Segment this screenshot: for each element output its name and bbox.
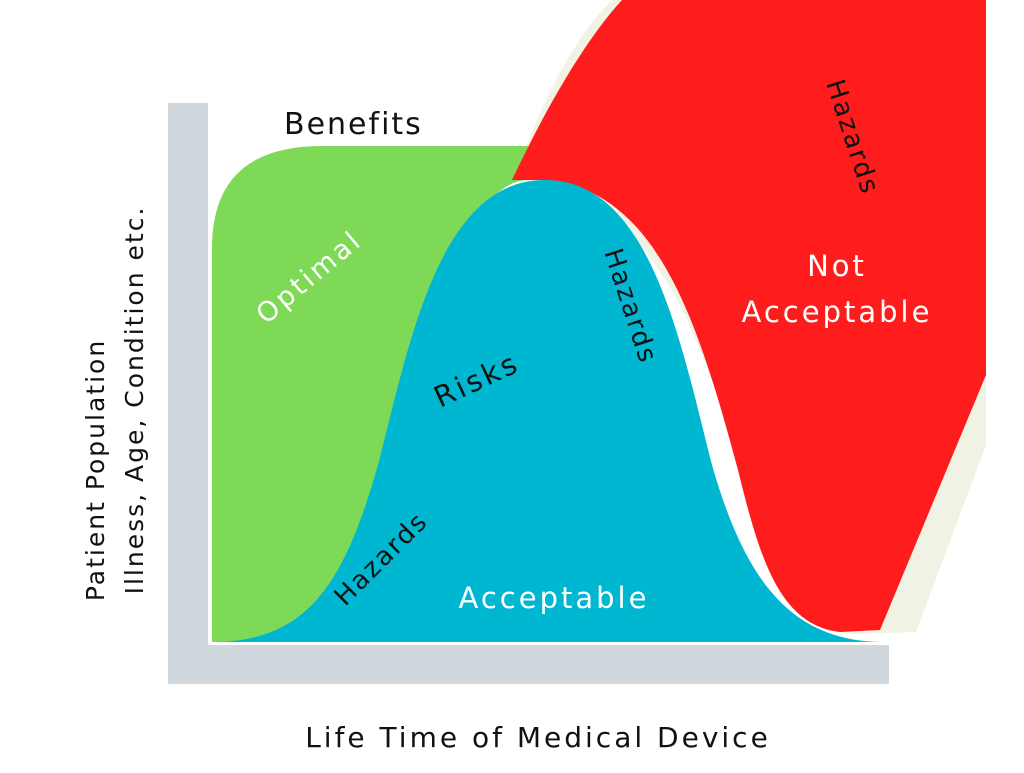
not-acceptable-label-line2: Acceptable: [742, 295, 933, 329]
y-axis-label-line2: Illness, Age, Condition etc.: [120, 206, 149, 595]
benefits-region: [212, 146, 528, 642]
acceptable-region: [212, 180, 880, 642]
x-axis-label: Life Time of Medical Device: [305, 721, 771, 754]
acceptable-label: Acceptable: [459, 581, 650, 615]
not-acceptable-label-line1: Not: [807, 249, 867, 283]
y-axis-label-line1: Patient Population: [81, 339, 110, 601]
not-acceptable-region: [512, 0, 986, 632]
benefits-label: Benefits: [284, 107, 423, 142]
